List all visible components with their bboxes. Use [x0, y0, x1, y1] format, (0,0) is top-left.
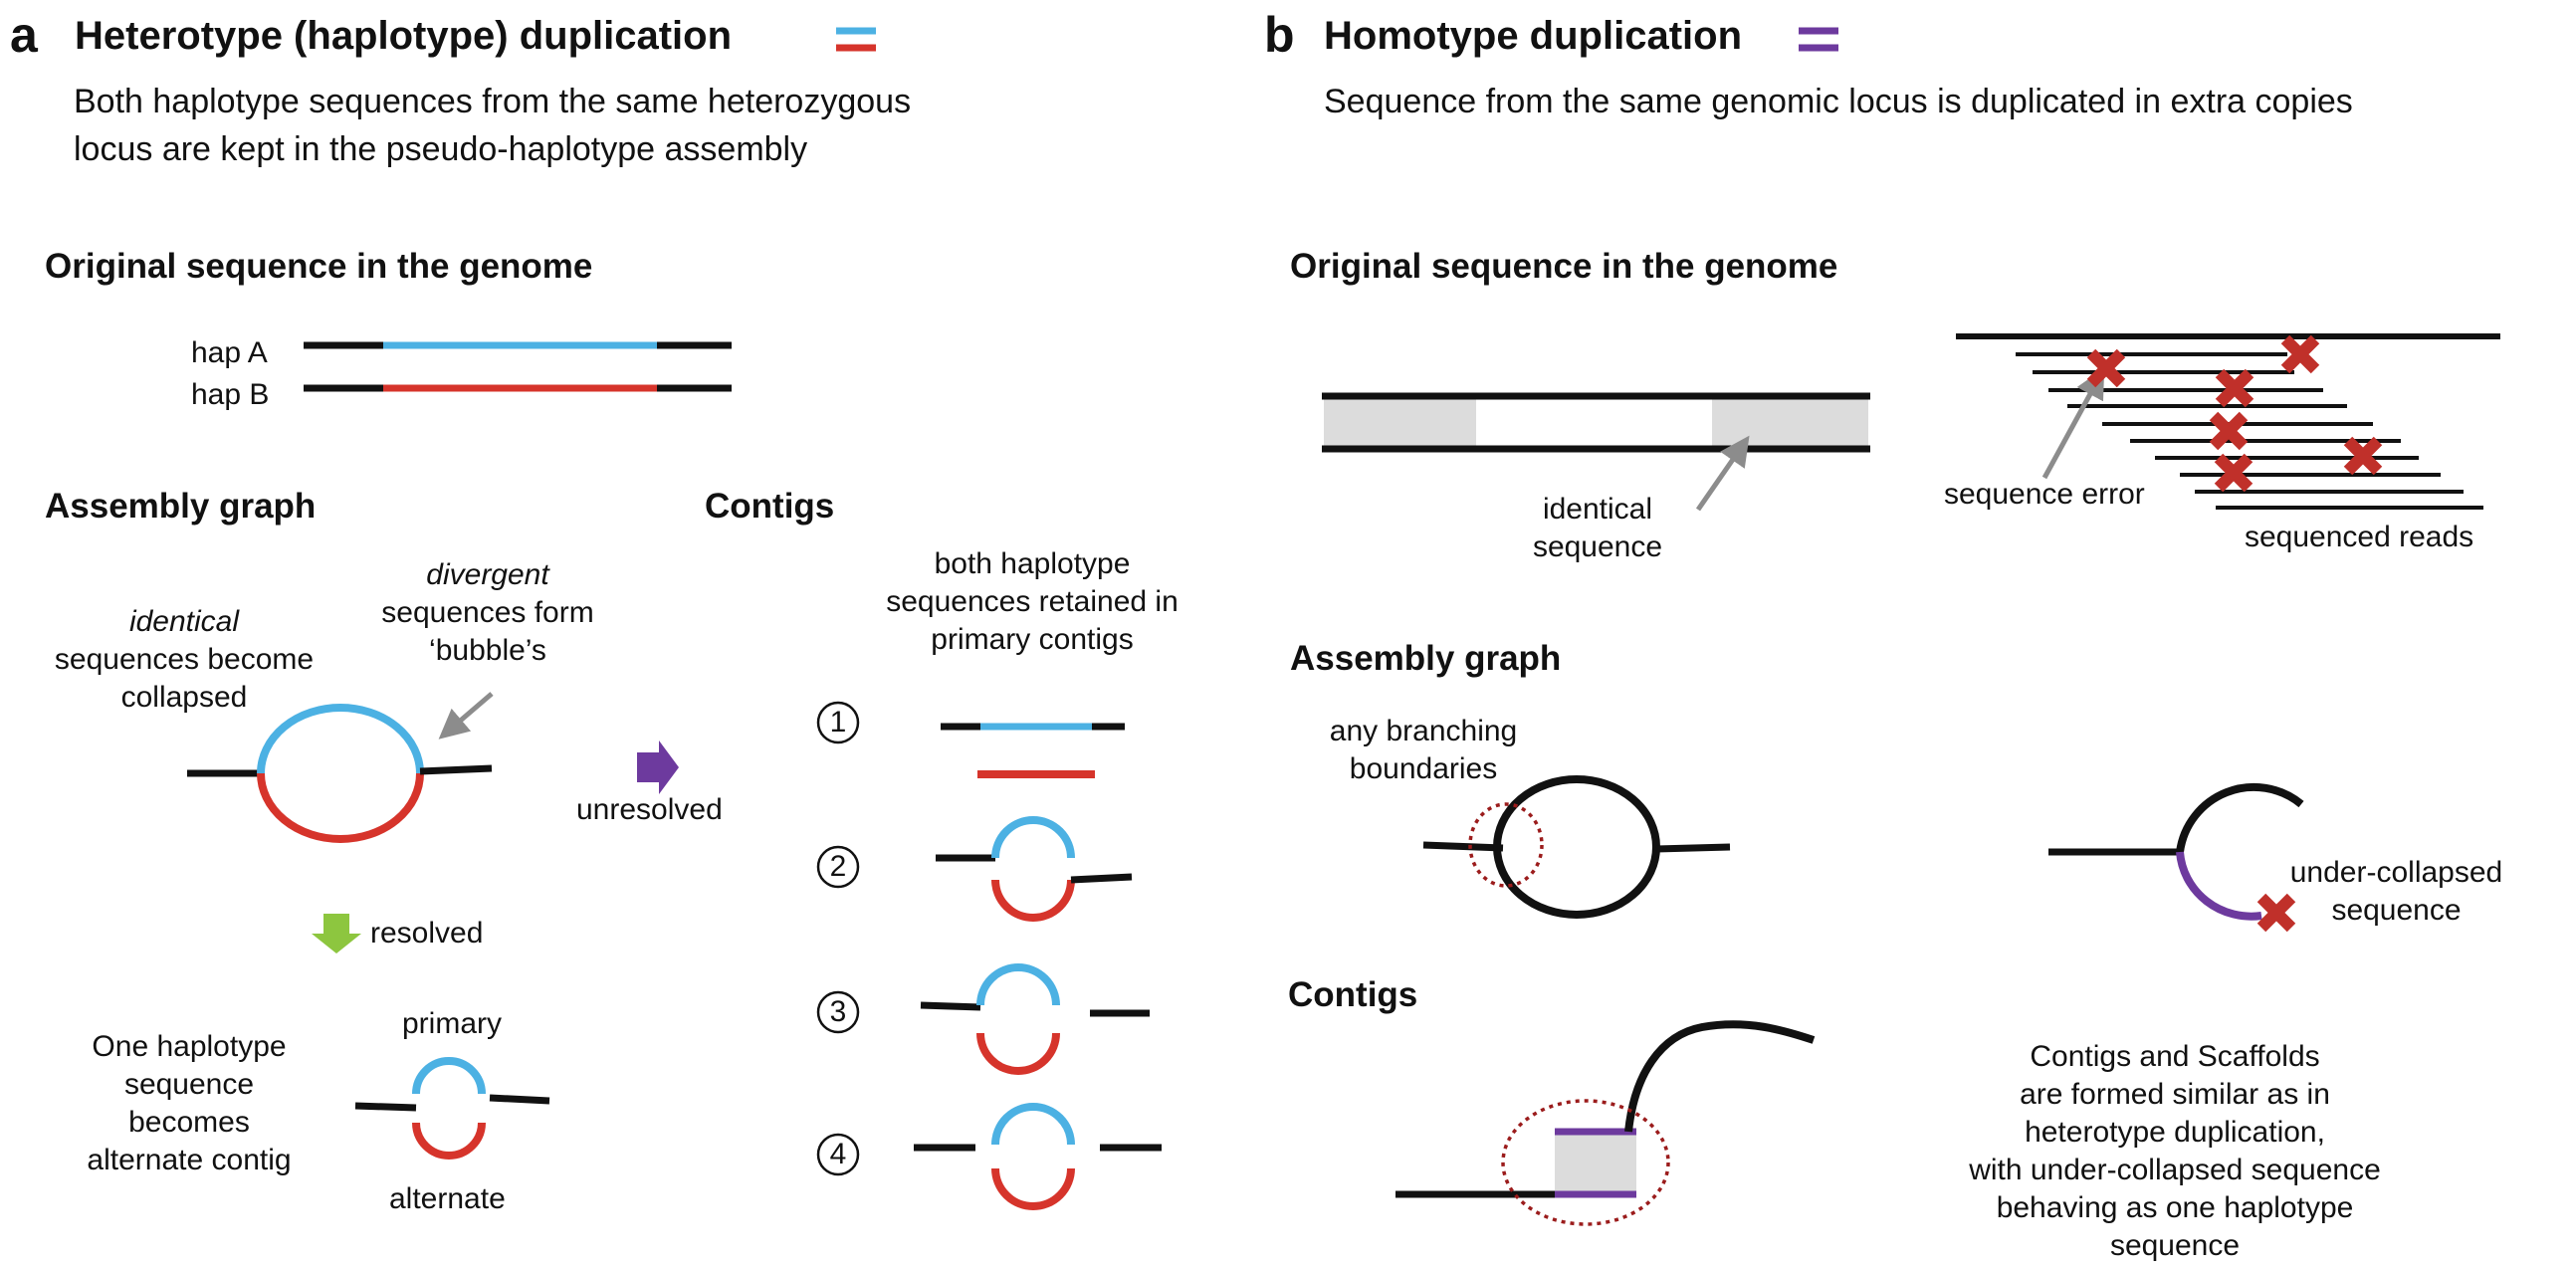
identical-sequence-line-1: identical [1542, 493, 1653, 526]
resolved-arrow-icon [312, 914, 361, 953]
identical-word: identical [128, 605, 240, 638]
scaffold-note-line-3: heterotype duplication, [2025, 1116, 2325, 1149]
contig-3-graphic [816, 963, 1150, 1075]
panel-a-description-line-2: locus are kept in the pseudo-haplotype a… [74, 130, 808, 168]
panel-a-letter: a [10, 7, 38, 63]
alternate-label: alternate [389, 1182, 506, 1215]
scaffold-note-line-4: with under-collapsed sequence [1969, 1154, 2381, 1186]
scaffold-note-line-5: behaving as one haplotype [1996, 1191, 2354, 1224]
contig-2-graphic [816, 816, 1133, 922]
resolved-primary-alternate [354, 1057, 550, 1160]
under-collapsed-line-1: under-collapsed [2289, 856, 2503, 889]
panel-a-assembly-heading: Assembly graph [45, 487, 317, 526]
branching-boundaries-label: any branching boundaries [1314, 713, 1533, 788]
identical-sequence-label: identical sequence [1493, 491, 1702, 566]
identical-sequence-line-2: sequence [1532, 530, 1663, 563]
contigs-note-line-3: primary contigs [931, 623, 1134, 656]
contigs-scaffolds-note: Contigs and Scaffolds are formed similar… [1946, 1038, 2404, 1265]
one-hap-line-3: becomes [128, 1106, 250, 1139]
genome-identical-segments [1322, 392, 1870, 453]
divergent-line-1: sequences form [381, 596, 594, 629]
heterotype-legend-icon [836, 27, 876, 52]
one-hap-line-1: One haplotype [92, 1030, 287, 1063]
contig-4-number: 4 [829, 1138, 847, 1170]
contig-1-graphic [816, 701, 1125, 778]
panel-a-title: Heterotype (haplotype) duplication [75, 14, 733, 58]
branching-line-2: boundaries [1349, 752, 1498, 785]
scaffold-note-line-2: are formed similar as in [2020, 1078, 2330, 1111]
one-haplotype-label: One haplotype sequence becomes alternate… [75, 1028, 304, 1179]
contig-2-number: 2 [829, 850, 847, 883]
panel-a-contigs-heading: Contigs [705, 487, 835, 526]
one-hap-line-4: alternate contig [87, 1144, 292, 1176]
panel-a-original-heading: Original sequence in the genome [45, 247, 593, 286]
hap-b-label: hap B [191, 378, 270, 411]
identical-sequences-label: identical sequences become collapsed [25, 603, 343, 717]
scaffold-note-line-6: sequence [2109, 1229, 2241, 1262]
error-pointer-arrow [2041, 367, 2105, 480]
unresolved-arrow-icon [637, 740, 679, 794]
unresolved-label: unresolved [576, 793, 723, 826]
assembly-circle-graph [1422, 775, 1731, 919]
sequence-error-label: sequence error [1944, 478, 2145, 511]
panel-b-title: Homotype duplication [1324, 14, 1742, 58]
under-collapsed-branch [2048, 782, 2304, 933]
contig-scaffold-graphic [1395, 1020, 1816, 1226]
panel-b-original-heading: Original sequence in the genome [1290, 247, 1838, 286]
panel-b-contigs-heading: Contigs [1288, 975, 1418, 1014]
under-collapsed-label: under-collapsed sequence [2274, 854, 2518, 930]
one-hap-line-2: sequence [123, 1068, 255, 1101]
scaffold-note-line-1: Contigs and Scaffolds [2030, 1040, 2320, 1073]
contigs-note-line-2: sequences retained in [886, 585, 1179, 618]
bubble-pointer-arrow [438, 692, 494, 740]
sequence-error-marks [2086, 334, 2383, 493]
panel-a-description-line-1: Both haplotype sequences from the same h… [74, 83, 912, 120]
assembly-bubble [187, 704, 493, 843]
primary-label: primary [402, 1007, 503, 1040]
panel-b-letter: b [1264, 7, 1295, 63]
divergent-line-2: ‘bubble’s [429, 634, 546, 667]
panel-b-assembly-heading: Assembly graph [1290, 639, 1562, 678]
sequenced-reads-label: sequenced reads [2245, 521, 2474, 553]
divergent-word: divergent [426, 558, 549, 591]
identical-line-1: sequences become [54, 643, 315, 676]
contigs-note-line-1: both haplotype [934, 547, 1131, 580]
contig-4-graphic [816, 1103, 1162, 1210]
panel-b-description: Sequence from the same genomic locus is … [1324, 83, 2353, 120]
hap-a-label: hap A [191, 336, 268, 369]
under-collapsed-line-2: sequence [2331, 894, 2462, 927]
contig-3-number: 3 [829, 995, 847, 1028]
homotype-legend-icon [1799, 27, 1838, 52]
divergent-sequences-label: divergent sequences form ‘bubble’s [358, 556, 617, 670]
identical-pointer-arrow [1695, 435, 1750, 512]
contigs-note: both haplotype sequences retained in pri… [858, 545, 1206, 659]
branching-line-1: any branching [1329, 715, 1518, 747]
resolved-label: resolved [370, 917, 484, 950]
contig-1-number: 1 [829, 706, 847, 739]
identical-line-2: collapsed [120, 681, 248, 714]
